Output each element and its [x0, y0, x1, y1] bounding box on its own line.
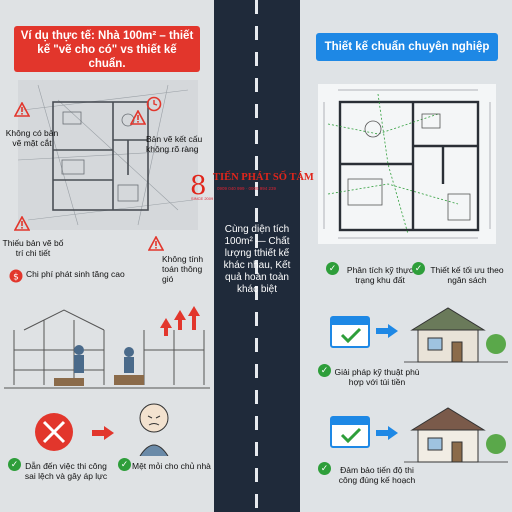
problem-cost-overrun: Chi phí phát sinh tăng cao [26, 269, 125, 279]
warning-triangle-icon [14, 102, 30, 117]
clock-icon [146, 96, 162, 112]
professional-floor-plan [318, 84, 496, 244]
svg-text:8: 8 [190, 171, 207, 201]
arrow-right-icon [92, 426, 114, 440]
check-icon: ✓ [412, 262, 425, 275]
warning-triangle-icon [130, 110, 146, 125]
arrow-right-icon [376, 426, 398, 440]
stressed-homeowner-illustration [139, 403, 169, 456]
logo-since: SINCE 2009 [191, 196, 214, 201]
svg-text:$: $ [13, 273, 19, 283]
logo-mark: 8 [190, 171, 207, 201]
broken-tools-icon [35, 413, 73, 451]
chaotic-construction-illustration [4, 306, 210, 389]
calendar-icon [330, 416, 370, 448]
arrow-right-icon [376, 324, 398, 338]
benefit-site-analysis: Phân tích kỹ thực trạng khu đất [346, 265, 414, 285]
logo-phone: 0909 040 999 · 0909 994 239 [217, 186, 277, 191]
problem-no-section-drawing: Không có bản vẽ mặt cắt [5, 128, 59, 148]
sketch-floor-plan [18, 80, 198, 230]
check-icon: ✓ [318, 364, 331, 377]
problem-missing-detail-layout: Thiếu bản vẽ bố trí chi tiết [2, 238, 64, 258]
benefit-technical-solution: Giải pháp kỹ thuật phù hợp với túi tiền [334, 367, 420, 387]
problem-no-ventilation: Không tính toán thông gió [162, 254, 204, 284]
problem-structure-unclear: Bản vẽ kết cấu không rõ ràng [146, 134, 203, 154]
logo-name: TIẾN PHÁT SỐ TÁM [213, 172, 314, 183]
warning-triangle-icon [14, 216, 30, 231]
calendar-icon [330, 316, 370, 348]
check-icon: ✓ [118, 458, 131, 471]
check-icon: ✓ [326, 262, 339, 275]
benefit-budget-optimized: Thiết kế tối ưu theo ngân sách [430, 265, 504, 285]
dollar-coin-icon: $ [9, 269, 23, 283]
left-banner: Ví dụ thực tế: Nhà 100m² – thiết kế "vẽ … [14, 26, 200, 72]
right-banner: Thiết kế chuẩn chuyên nghiệp [316, 33, 498, 61]
finished-house-illustration [404, 407, 508, 463]
result-homeowner-tired: Mệt mỏi cho chủ nhà [132, 461, 211, 471]
check-icon: ✓ [318, 462, 331, 475]
result-wrong-construction: Dẫn đến việc thi công sai lệch và gây áp… [24, 461, 108, 481]
center-message: Cùng diện tích 100m² — Chất lượng tthiết… [223, 224, 291, 295]
check-icon: ✓ [8, 458, 21, 471]
warning-triangle-icon [148, 236, 164, 251]
modern-house-illustration [404, 307, 508, 363]
road-divider-line [255, 0, 258, 512]
benefit-on-schedule: Đảm bảo tiến độ thi công đúng kế hoạch [338, 465, 416, 485]
